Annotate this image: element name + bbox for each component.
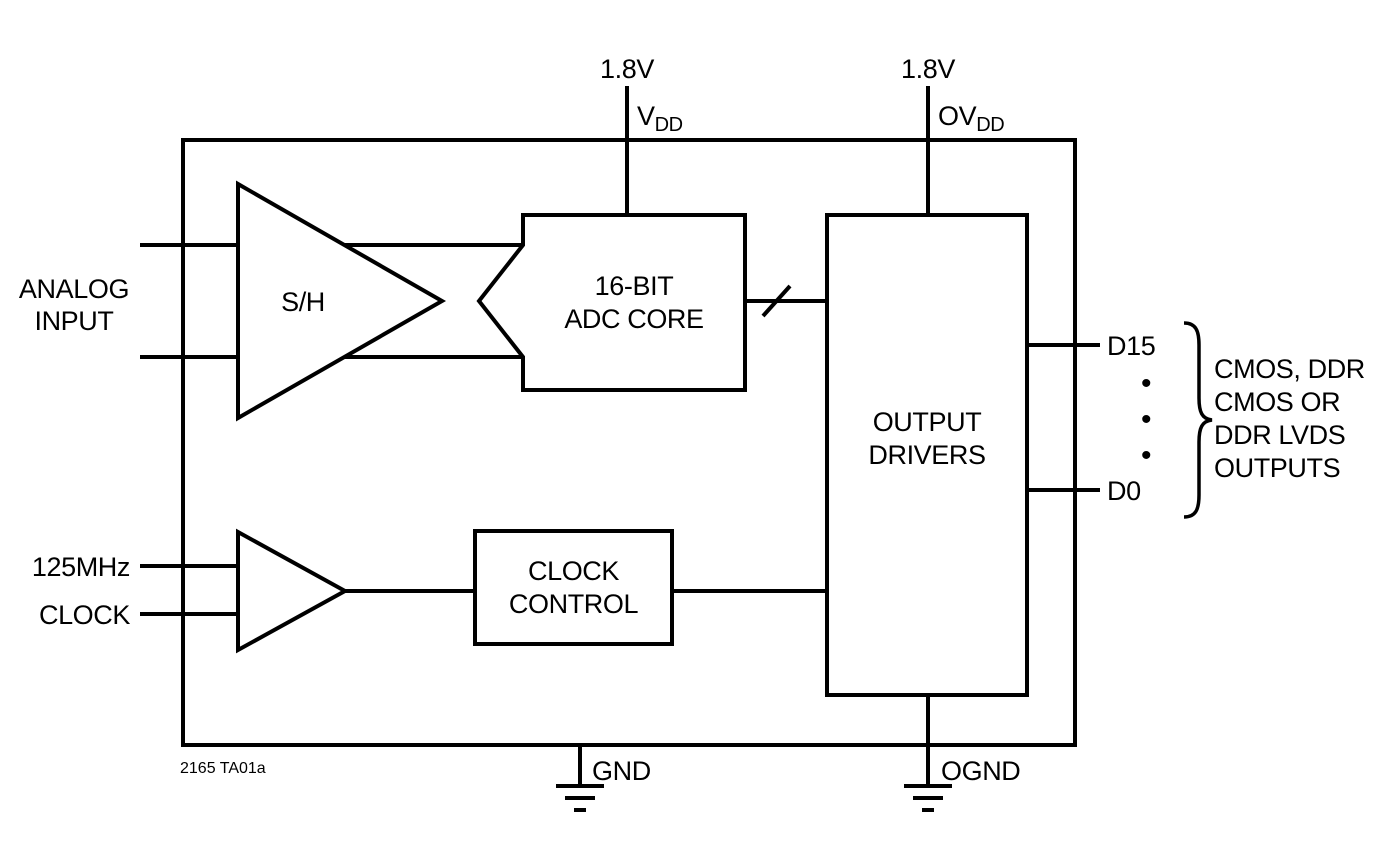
ovdd-pin-label: OVDD — [938, 100, 1005, 136]
clock-control-line2: CONTROL — [508, 589, 639, 619]
output-description-line3: DDR LVDS — [1214, 420, 1346, 450]
ovdd-pin-sub: DD — [976, 114, 1005, 136]
ognd-label: OGND — [941, 756, 1021, 786]
clock-buffer-shape — [236, 528, 350, 654]
ovdd-pin-main: OV — [938, 101, 977, 131]
ellipsis-dot: • — [1140, 403, 1152, 436]
figure-id: 2165 TA01a — [180, 760, 266, 777]
analog-input-line1: ANALOG — [18, 274, 130, 304]
output-drivers-line2: DRIVERS — [868, 440, 986, 470]
adc-core-line1: 16-BIT — [594, 271, 674, 301]
clock-control-shape — [473, 529, 674, 646]
clock-input-label: CLOCK — [38, 600, 130, 630]
gnd-label: GND — [592, 756, 651, 786]
d0-pin-label: D0 — [1107, 476, 1141, 506]
ognd-ground-symbol-icon — [904, 784, 952, 812]
sh-amp-label: S/H — [281, 287, 325, 317]
chip-outline — [181, 138, 1077, 747]
output-brace — [1183, 321, 1213, 519]
ellipsis-dot: • — [1140, 439, 1152, 472]
vdd-voltage-label: 1.8V — [600, 54, 654, 84]
ellipsis-dot: • — [1140, 367, 1152, 400]
gnd-ground-symbol-icon — [556, 784, 604, 812]
output-description-line2: CMOS OR — [1214, 387, 1341, 417]
clock-control-line1: CLOCK — [527, 556, 620, 586]
bus-slash — [761, 284, 792, 318]
output-description-line4: OUTPUTS — [1214, 453, 1341, 483]
adc-core-shape — [476, 213, 747, 392]
clock-freq-label: 125MHz — [31, 552, 131, 582]
d15-pin-label: D15 — [1107, 331, 1156, 361]
vdd-pin-sub: DD — [654, 114, 683, 136]
adc-core-line2: ADC CORE — [564, 304, 704, 334]
output-drivers-line1: OUTPUT — [872, 407, 982, 437]
analog-input-line2: INPUT — [34, 306, 114, 336]
output-description-line1: CMOS, DDR — [1214, 354, 1365, 384]
ovdd-voltage-label: 1.8V — [901, 54, 955, 84]
sh-amp-shape — [236, 180, 447, 422]
vdd-pin-main: V — [637, 101, 655, 131]
vdd-pin-label: VDD — [637, 100, 683, 136]
output-drivers-shape — [825, 213, 1029, 697]
output-ellipsis: ••• — [1136, 366, 1156, 474]
